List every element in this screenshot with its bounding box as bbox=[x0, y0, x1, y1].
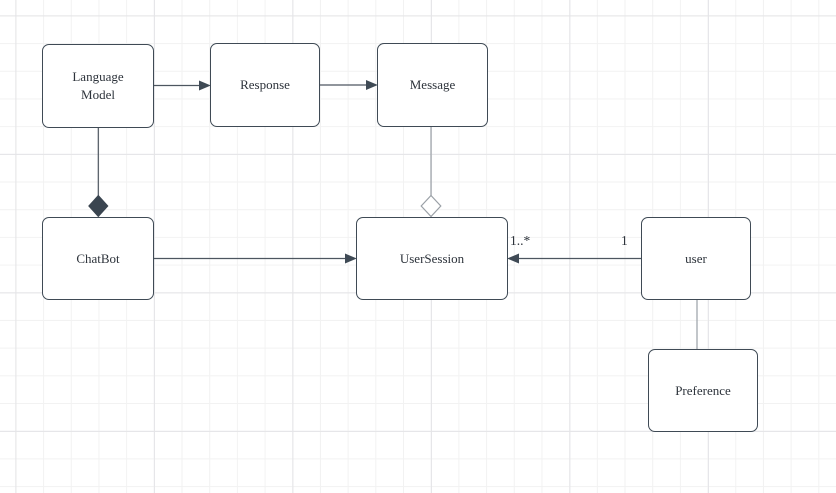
node-language-model[interactable]: Language Model bbox=[42, 44, 154, 128]
node-label: Language Model bbox=[72, 69, 124, 102]
edge-message-usersession-aggregation[interactable] bbox=[420, 127, 442, 218]
multiplicity-usersession-end[interactable]: 1..* bbox=[510, 233, 531, 248]
node-response[interactable]: Response bbox=[210, 43, 320, 127]
node-label: Message bbox=[409, 77, 456, 93]
node-preference[interactable]: Preference bbox=[648, 349, 758, 432]
multiplicity-user-end[interactable]: 1 bbox=[621, 233, 628, 248]
edge-languagemodel-chatbot-composition[interactable] bbox=[88, 128, 109, 218]
hollow-diamond-icon bbox=[420, 194, 442, 218]
edge-languagemodel-response[interactable] bbox=[154, 80, 211, 91]
edge-user-usersession[interactable] bbox=[507, 253, 642, 264]
node-message[interactable]: Message bbox=[377, 43, 488, 127]
node-label: UserSession bbox=[399, 250, 465, 266]
node-label: Preference bbox=[675, 382, 731, 398]
edge-chatbot-usersession[interactable] bbox=[154, 253, 357, 264]
node-label: ChatBot bbox=[76, 250, 120, 266]
node-usersession[interactable]: UserSession bbox=[356, 217, 508, 300]
node-label: Response bbox=[240, 77, 290, 93]
node-chatbot[interactable]: ChatBot bbox=[42, 217, 154, 300]
filled-diamond-icon bbox=[88, 194, 109, 218]
node-user[interactable]: user bbox=[641, 217, 751, 300]
edge-response-message[interactable] bbox=[320, 80, 378, 90]
node-label: user bbox=[685, 250, 707, 266]
